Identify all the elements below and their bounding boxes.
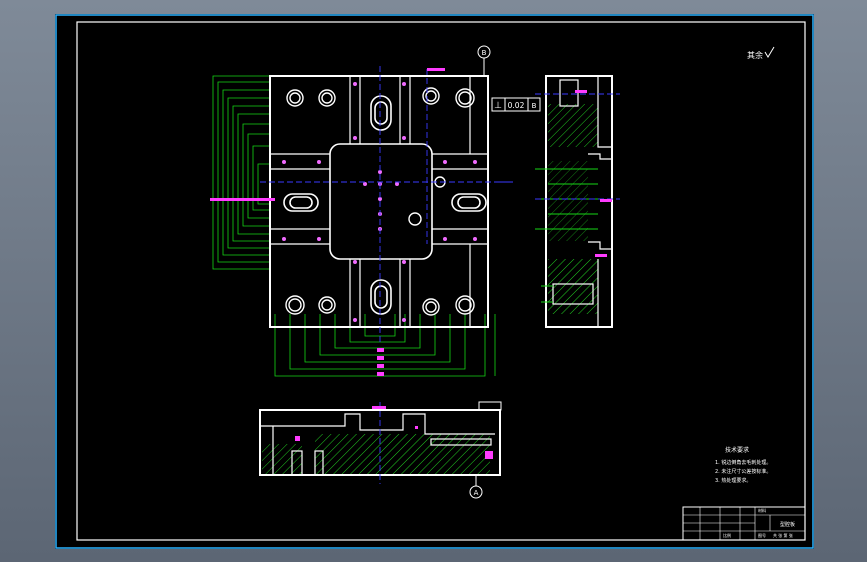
top-view — [210, 66, 513, 377]
tolerance-datum: B — [532, 102, 537, 110]
title-drawing-no: 图号 — [758, 532, 766, 538]
surface-note-text: 其余 — [747, 50, 763, 60]
tech-requirement-item: 3. 热处理要求。 — [715, 477, 751, 484]
tech-requirement-item: 2. 未注尺寸公差按标准。 — [715, 468, 771, 475]
tolerance-frame: ⊥ 0.02 B — [491, 97, 541, 112]
datum-a-label: A — [474, 489, 479, 497]
datum-a-marker: A — [469, 475, 483, 499]
datum-b-label: B — [482, 49, 487, 57]
tolerance-value: 0.02 — [508, 101, 525, 110]
outer-frame — [55, 14, 814, 549]
title-part-name: 型腔板 — [780, 521, 795, 528]
cad-viewport[interactable]: B ⊥ 0.02 B 其余 — [55, 14, 814, 549]
svg-text:⊥: ⊥ — [494, 101, 502, 111]
title-scale: 比例 — [723, 532, 731, 538]
tech-requirements-title: 技术要求 — [725, 446, 749, 454]
section-view — [259, 401, 502, 484]
tech-requirement-item: 1. 锐边倒角去毛刺处理。 — [715, 459, 771, 466]
tech-requirements: 技术要求 1. 锐边倒角去毛刺处理。 2. 未注尺寸公差按标准。 3. 热处理要… — [715, 446, 771, 484]
inner-frame — [76, 21, 806, 541]
surface-note: 其余 — [747, 46, 775, 60]
title-sheet: 共 张 第 张 — [773, 532, 793, 538]
title-material: 材料 — [758, 507, 766, 513]
title-block: 型腔板 材料 图号 比例 共 张 第 张 — [682, 506, 806, 541]
drawing-canvas: B ⊥ 0.02 B 其余 — [55, 14, 814, 549]
side-view — [535, 75, 620, 328]
datum-b-marker: B — [477, 45, 491, 76]
